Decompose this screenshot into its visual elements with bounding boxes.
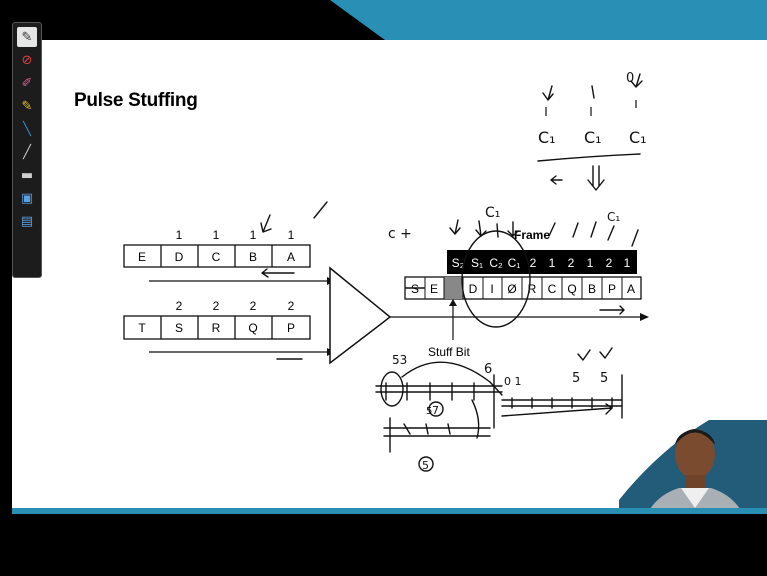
c1-right-label: C₁: [607, 210, 620, 224]
channel-a-label: 1: [213, 228, 220, 242]
line-tool[interactable]: ╱: [17, 142, 37, 162]
c1-row-label: C₁: [538, 128, 556, 147]
channel-b-cell: Q: [248, 321, 257, 335]
zero-one-mark: 0 1: [504, 375, 522, 388]
output-cell: B: [588, 282, 596, 296]
output-cell: C: [548, 282, 557, 296]
c1-row-label: C₁: [629, 128, 647, 147]
frame-slot-label: C₂: [489, 256, 503, 270]
frame-slot-label: 1: [549, 256, 556, 270]
frame-slot-label: 2: [530, 256, 537, 270]
five-mark: 5: [600, 371, 608, 386]
frame-slot-label: S₁: [471, 256, 483, 270]
output-stream: Frame S₂ S₁ C₂ C₁ 2 1 2 1 2 1 S E: [405, 228, 641, 359]
c-plus-note: c +: [388, 226, 412, 242]
six-small-mark: 5: [426, 406, 432, 417]
channel-a-label: 1: [250, 228, 257, 242]
channel-b-cell: P: [287, 321, 295, 335]
c1-top-label: C₁: [485, 205, 500, 221]
frame-slot-label: 1: [624, 256, 631, 270]
frame-slot-label: 2: [568, 256, 575, 270]
five-mark: 5: [572, 371, 580, 386]
output-cell: D: [469, 282, 478, 296]
channel-a-cell: B: [249, 250, 257, 264]
channel-a-label: 1: [176, 228, 183, 242]
channel-b-cell: T: [138, 321, 146, 335]
frame-slot-label: 1: [587, 256, 594, 270]
clear-tool[interactable]: ▬: [17, 165, 37, 185]
six-mark: 6: [484, 362, 492, 377]
channel-a-label: 1: [288, 228, 295, 242]
output-cell: Ø: [507, 282, 516, 296]
bottom-bar: [0, 514, 767, 576]
multiplexer-triangle: [330, 268, 390, 363]
slide-canvas: Pulse Stuffing E D C B A 1 1 1 1: [12, 40, 767, 508]
output-cell: Q: [567, 282, 576, 296]
output-cell: S: [411, 282, 419, 296]
five-circled: 5: [422, 459, 429, 472]
channel-b-label: 2: [176, 299, 183, 313]
save-tool[interactable]: ▣: [17, 188, 37, 208]
channel-b: T S R Q P 2 2 2 2: [124, 299, 335, 356]
stuff-bit-label: Stuff Bit: [428, 345, 470, 359]
channel-a-cell: D: [175, 250, 184, 264]
fifty-three-mark: 53: [392, 353, 407, 367]
zero-mark: 0: [626, 71, 634, 86]
screen-tool[interactable]: ▤: [17, 211, 37, 231]
channel-b-label: 2: [288, 299, 295, 313]
channel-b-label: 2: [250, 299, 257, 313]
channel-a: E D C B A 1 1 1 1: [124, 228, 335, 285]
frame-slot-label: 2: [606, 256, 613, 270]
channel-b-cell: R: [212, 321, 221, 335]
c1-row-label: C₁: [584, 128, 602, 147]
output-cell: E: [430, 282, 438, 296]
output-cell: A: [627, 282, 635, 296]
frame-slot-label: C₁: [508, 256, 521, 270]
highlighter-tool[interactable]: ✎: [17, 96, 37, 116]
marker-tool[interactable]: ✐: [17, 73, 37, 93]
seven-circled: 7: [432, 404, 439, 417]
frame-label: Frame: [514, 228, 550, 242]
eraser-tool[interactable]: ⊘: [17, 50, 37, 70]
channel-b-label: 2: [213, 299, 220, 313]
pen-tool[interactable]: ✎: [17, 27, 37, 47]
annotation-toolbar: ✎ ⊘ ✐ ✎ ╲ ╱ ▬ ▣ ▤: [12, 22, 42, 278]
presenter-webcam: [619, 420, 767, 508]
pointer-tool[interactable]: ╲: [17, 119, 37, 139]
channel-b-cell: S: [175, 321, 183, 335]
presenter-figure: [619, 420, 767, 508]
channel-a-cell: C: [212, 250, 221, 264]
top-accent-band: [0, 0, 767, 40]
output-cell: P: [608, 282, 616, 296]
channel-a-cell: E: [138, 250, 146, 264]
channel-a-cell: A: [287, 250, 295, 264]
output-cell: I: [490, 282, 493, 296]
